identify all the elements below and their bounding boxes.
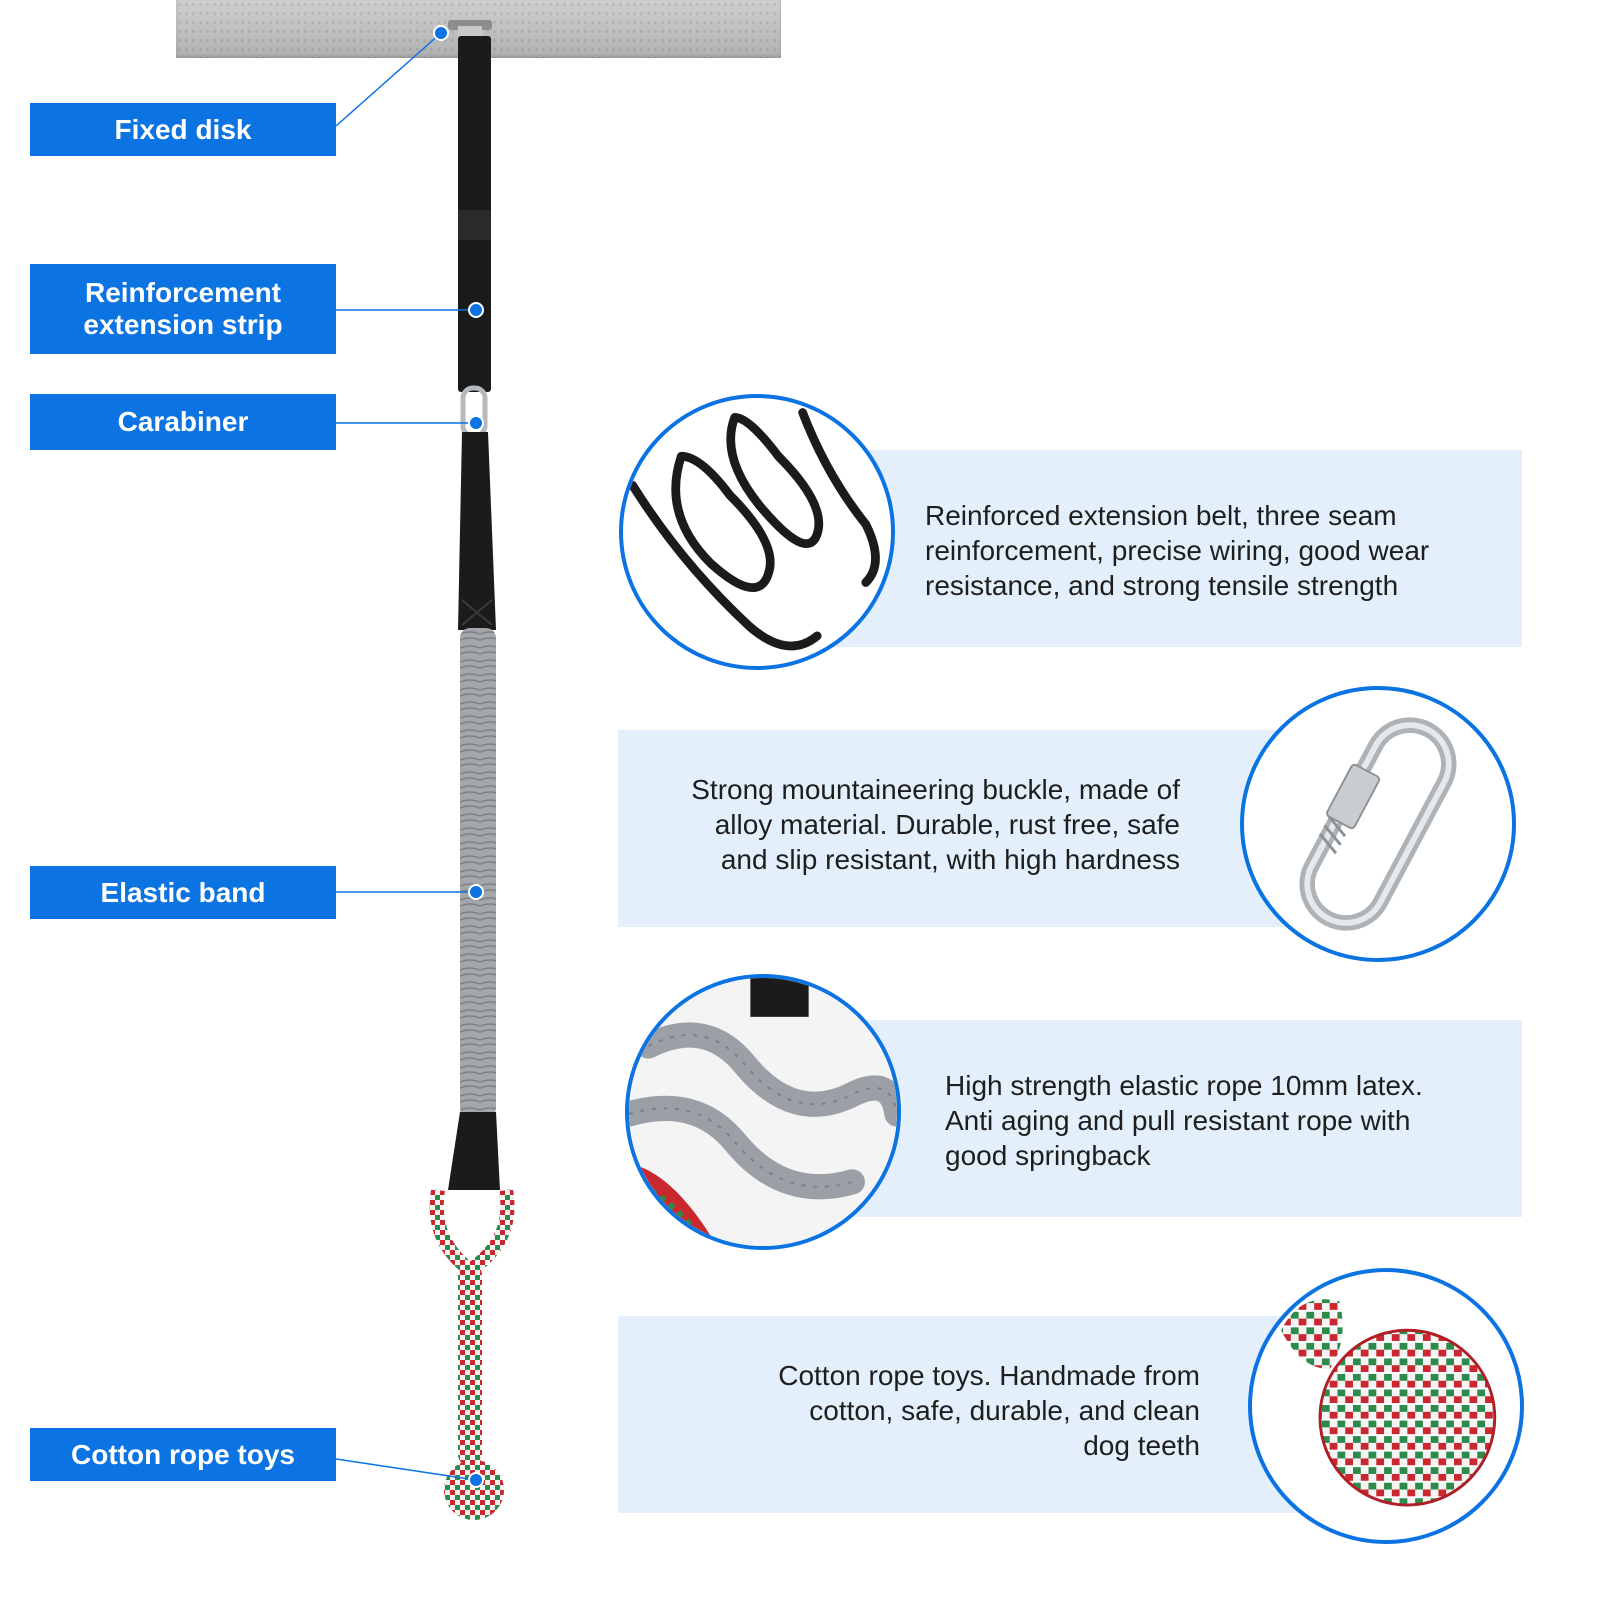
strap-loops-icon	[619, 394, 895, 670]
rope-part	[458, 1265, 482, 1465]
carabiner-dot	[468, 415, 484, 431]
label-reinforcement-extension-strip: Reinforcement extension strip	[30, 264, 336, 354]
carabiner-part	[460, 385, 488, 439]
feature-panel-toy	[618, 1316, 1338, 1513]
strap-lower	[458, 432, 496, 630]
feature-text-toy: Cotton rope toys. Handmade from cotton, …	[778, 1360, 1200, 1461]
rope-dot	[468, 1472, 484, 1488]
elastic-part	[460, 628, 496, 1118]
feature-text-belt: Reinforced extension belt, three seam re…	[925, 500, 1430, 601]
feature-text-rope: High strength elastic rope 10mm latex. A…	[945, 1070, 1423, 1171]
feature-panel-buckle	[618, 730, 1338, 927]
label-fixed-disk: Fixed disk	[30, 103, 336, 156]
carabiner-icon	[1240, 686, 1516, 962]
elastic-rope-icon	[625, 974, 901, 1250]
label-elastic-band: Elastic band	[30, 866, 336, 919]
ceiling	[176, 0, 781, 58]
strip-dot	[468, 302, 484, 318]
feature-text-buckle: Strong mountaineering buckle, made of al…	[691, 774, 1180, 875]
feature-panel-belt	[800, 450, 1522, 647]
elastic-dot	[468, 884, 484, 900]
label-cotton-rope-toys: Cotton rope toys	[30, 1428, 336, 1481]
strap-top	[458, 36, 491, 392]
feature-panel-rope	[800, 1020, 1522, 1217]
rope-ball-icon	[1248, 1268, 1524, 1544]
label-carabiner: Carabiner	[30, 394, 336, 450]
